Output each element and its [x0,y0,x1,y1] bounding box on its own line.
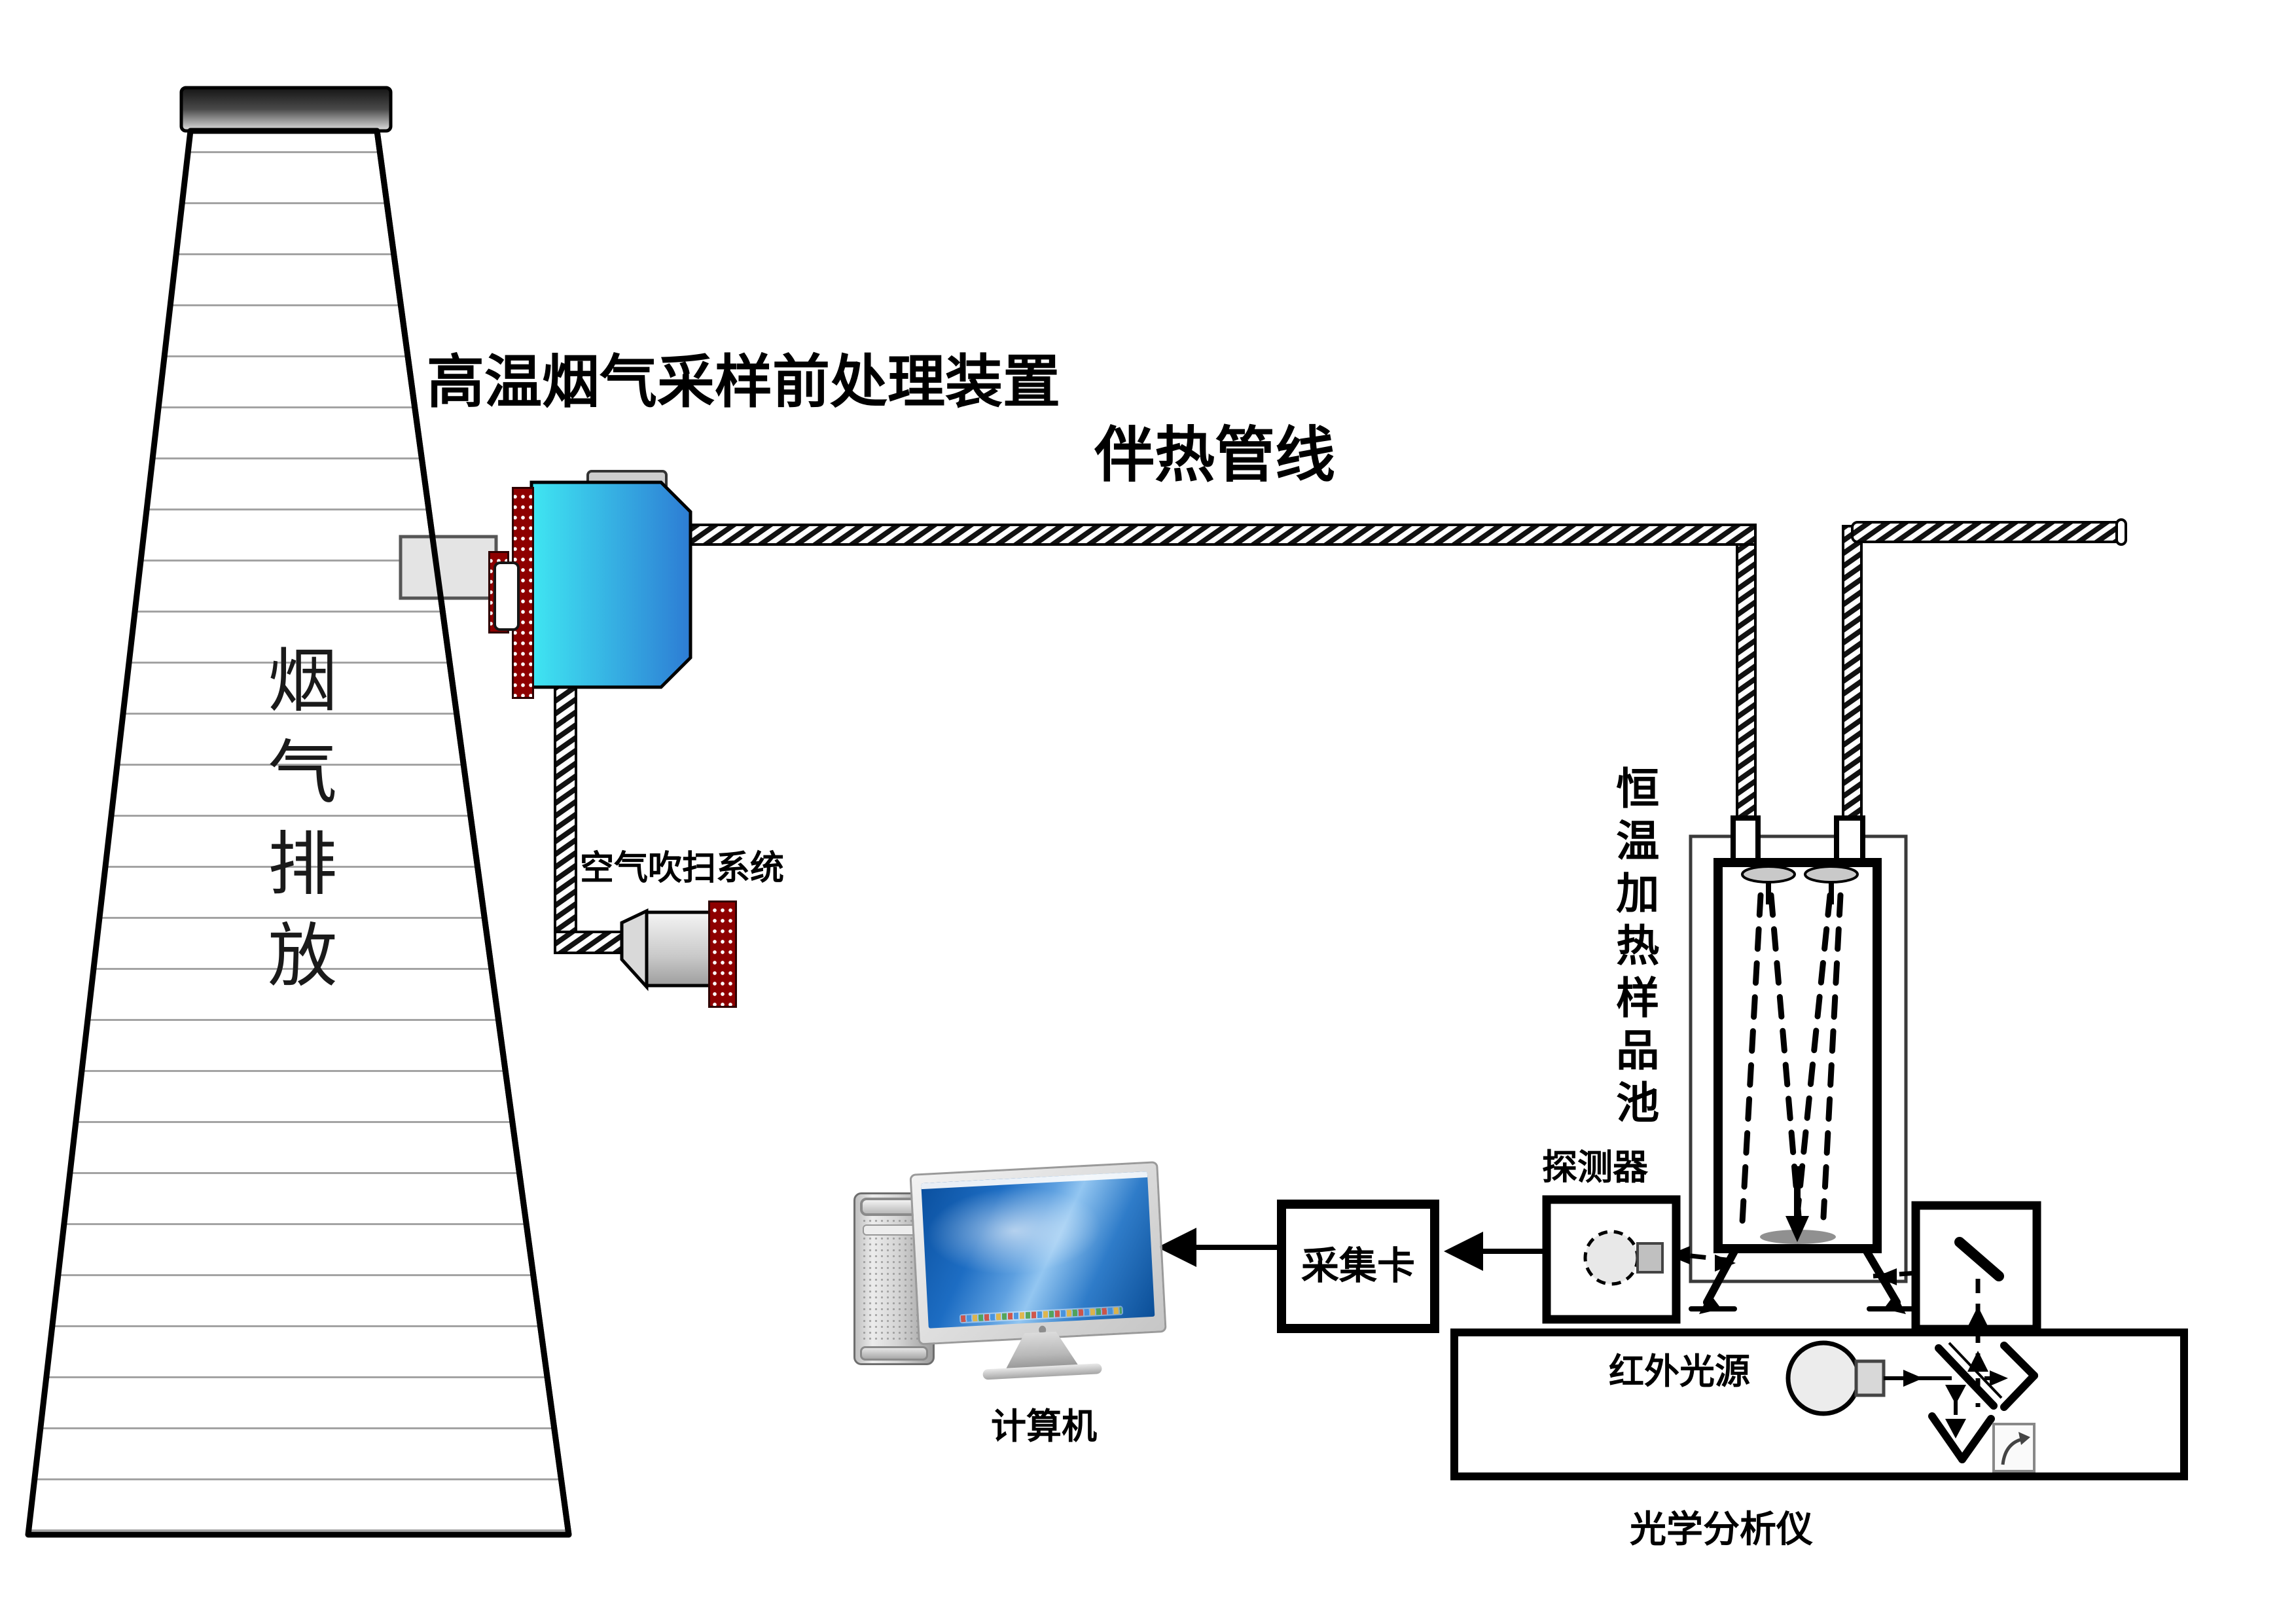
probe-filter-capsule [493,562,520,631]
ir-source-lamp [1785,1340,1861,1416]
arrow-card-to-computer [1157,1228,1196,1267]
cell-outlet-port [1834,815,1865,868]
chimney-right-wall [374,130,572,1535]
acquisition-card-unit [1157,1200,1547,1333]
device-body [529,480,692,689]
chimney-cap [179,86,393,133]
detector-unit [1542,1195,1681,1324]
acquisition-card-box [1277,1200,1439,1333]
wallpaper-swirl [921,1171,1155,1329]
return-pipe-endcap [2115,518,2127,546]
cell-top-mirror-left [1741,865,1796,883]
compensator-plate [1992,1423,2036,1472]
beam-down-arrow [1785,1216,1809,1242]
purge-label: 空气吹扫系统 [580,849,785,887]
purge-horizontal-pipe [554,931,623,954]
detector-element [1583,1230,1640,1286]
heat-traced-pipes [554,518,2127,954]
cell-top-mirror-right [1804,865,1859,883]
beamsplitter [1935,1344,1998,1410]
heat-traced-line-return [1851,521,2122,543]
analyzer-label: 光学分析仪 [1630,1508,1813,1550]
interferometer [1785,1340,2038,1472]
ir-source-window [1854,1359,1886,1397]
computer-label: 计算机 [991,1407,1097,1446]
heat-line-label: 伴热管线 [1094,422,1336,489]
pretreatment-device [529,470,692,689]
heated-sample-cell [1689,815,1915,1314]
detector-window [1636,1242,1664,1274]
purge-down-pipe [554,685,577,952]
tower-foot [860,1346,928,1361]
cell-label: 恒温加热样品池 [1610,766,1659,1132]
purge-motor-body [645,910,714,988]
cell-outlet-pipe [1842,525,1863,826]
cell-beam-paths [1739,892,1844,1226]
air-purge-unit [620,908,714,991]
corner-mirror-right [2000,1342,2038,1411]
monitor-screen [921,1171,1155,1329]
heat-traced-line-main [687,524,1757,546]
purge-nozzle-cone [620,908,649,991]
computer-monitor [909,1161,1167,1393]
monitor-frame [909,1161,1167,1346]
detector-label: 探测器 [1542,1148,1648,1187]
arrow-detector-to-card [1444,1232,1483,1271]
ir-source-label: 红外光源 [1609,1352,1750,1391]
card-label: 采集卡 [1300,1244,1415,1287]
purge-heater-strip [708,901,737,1008]
stack-label: 烟气排放 [257,644,334,1010]
fold-mirror [1954,1237,2004,1281]
monitor-base [982,1363,1102,1380]
pretreatment-label: 高温烟气采样前处理装置 [427,349,1061,414]
corner-mirror-bottom [1928,1412,1995,1463]
sampling-pipe [399,535,498,600]
fold-mirror-box [1911,1201,2041,1407]
cell-inlet-pipe [1736,527,1757,826]
